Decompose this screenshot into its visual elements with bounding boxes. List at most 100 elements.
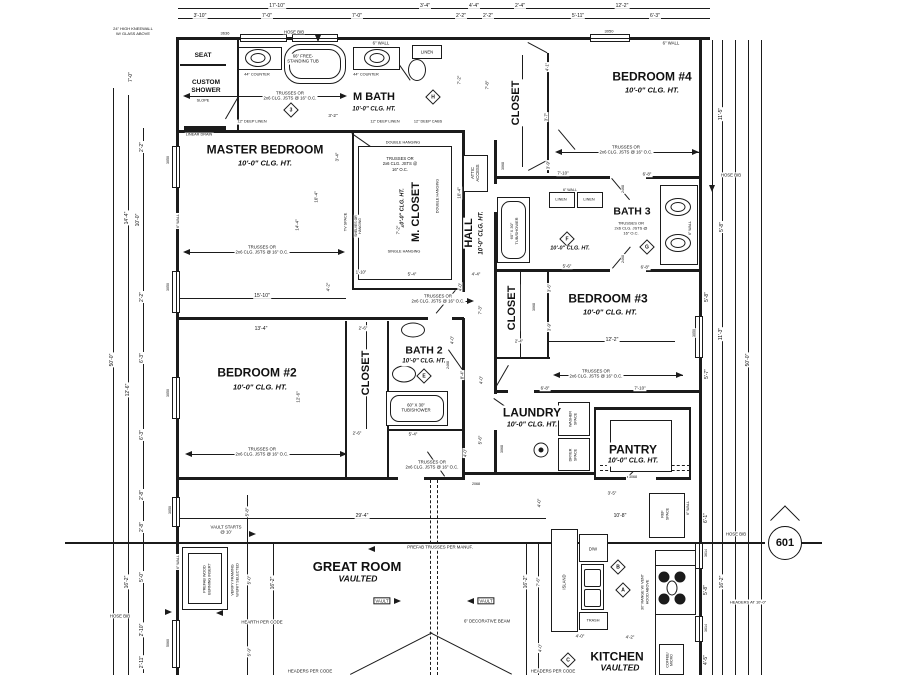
dim-label: 50'-0" bbox=[108, 352, 116, 368]
dim-label: 14'-4" bbox=[123, 210, 131, 226]
note-label: VAULTED bbox=[599, 662, 641, 674]
dim-label: 3614 bbox=[703, 623, 709, 633]
dim-label: 2'-2" bbox=[138, 291, 146, 303]
dim-label: 1'-10" bbox=[354, 269, 368, 275]
note-label: DOUBLE HANGING bbox=[384, 140, 422, 146]
fixture-ellipse bbox=[670, 202, 686, 212]
keynote-marker: B bbox=[610, 559, 626, 575]
fixture-ellipse bbox=[401, 322, 425, 338]
dim-label: 5'-8" bbox=[702, 584, 710, 596]
note-label: TRUSSES OR 2x6 CLG. JSTS @ 16" O.C. bbox=[410, 293, 466, 305]
dim-label: 3068 bbox=[500, 161, 506, 171]
dim-label: 7'-0" bbox=[261, 12, 273, 20]
dim-label: 3'-2" bbox=[327, 113, 339, 119]
dim-label: 3614 bbox=[703, 548, 709, 558]
dim-label: 50'-0" bbox=[744, 352, 752, 368]
dim-label: 2468 bbox=[445, 360, 451, 370]
dim-label: 2'-4" bbox=[513, 338, 525, 344]
dim-label: 3068 bbox=[499, 444, 505, 454]
window-symbol bbox=[240, 34, 287, 42]
fixture-ellipse bbox=[670, 238, 686, 248]
plan-line bbox=[689, 407, 691, 479]
note-label: TRUSSES OR 2x6 CLG. JSTS @ 16" O.C. bbox=[568, 368, 624, 380]
note-label: VAULT bbox=[373, 597, 391, 605]
fixture-ellipse bbox=[658, 571, 670, 583]
note-label: 12" DEEP LINEN bbox=[236, 119, 268, 125]
arrowhead-icon bbox=[467, 298, 477, 304]
dim-label: 4'-0" bbox=[574, 633, 586, 639]
dim-label: 12'-6" bbox=[124, 382, 132, 398]
dim-label: 5'-6" bbox=[477, 434, 483, 446]
dim-label: 11'-5" bbox=[717, 106, 725, 122]
arrowhead-icon bbox=[365, 546, 375, 552]
dim-label: 2'-2" bbox=[138, 141, 146, 153]
fixture-outline bbox=[390, 395, 444, 422]
dim-label: 6'-8" bbox=[539, 385, 551, 391]
window-symbol bbox=[172, 620, 180, 668]
dim-label: 7'-2" bbox=[456, 74, 462, 86]
dim-label: 10'-0" CLG. HT. bbox=[478, 210, 486, 256]
dim-label: 3'-10" bbox=[192, 12, 208, 20]
room-label: CLOSET bbox=[510, 79, 524, 127]
note-label: LINEN bbox=[583, 197, 595, 202]
plan-line bbox=[712, 40, 713, 675]
dim-label: 15'-10" bbox=[253, 292, 271, 300]
room-label: BATH 3 bbox=[612, 205, 652, 219]
dim-label: 4'-0" bbox=[449, 334, 455, 346]
note-label: TRUSSES OR 2x6 CLG. JSTS @ 16" O.C. bbox=[262, 90, 318, 102]
note-label: HOSE BIB bbox=[724, 531, 748, 537]
note-label: SLOPE bbox=[195, 98, 211, 104]
dim-label: 2068 bbox=[471, 481, 481, 487]
arrowhead-icon bbox=[340, 451, 350, 457]
window-symbol bbox=[172, 377, 180, 419]
fixture-ellipse bbox=[408, 59, 426, 81]
keynote-marker: E bbox=[416, 368, 432, 384]
plan-line bbox=[178, 130, 464, 133]
dim-label: 10'-4" bbox=[313, 190, 319, 204]
note-label: ISLAND bbox=[561, 574, 567, 590]
dim-label: 10'-0" CLG. HT. bbox=[351, 106, 397, 114]
dim-label: 4'-0" bbox=[478, 374, 484, 386]
arrowhead-icon bbox=[315, 35, 321, 45]
dim-label: 4'-4" bbox=[468, 2, 480, 10]
dim-label: 12'-6" bbox=[295, 390, 301, 404]
window-symbol bbox=[695, 543, 703, 569]
dim-label: 6'-3" bbox=[138, 352, 146, 364]
dim-label: 2'-2" bbox=[482, 12, 494, 20]
fixture-outline bbox=[501, 201, 526, 259]
arrowhead-icon bbox=[394, 598, 404, 604]
keynote-marker: F bbox=[559, 231, 575, 247]
room-label: LAUNDRY bbox=[501, 405, 563, 421]
dim-label: 3050 bbox=[165, 388, 171, 398]
dim-label: 4'-0" bbox=[462, 447, 468, 459]
plan-line bbox=[494, 140, 497, 184]
plan-line bbox=[526, 543, 527, 675]
arrowhead-icon bbox=[552, 149, 562, 155]
dim-label: 4'-5" bbox=[702, 654, 710, 666]
window-symbol bbox=[172, 271, 180, 313]
room-label: MASTER BEDROOM bbox=[205, 142, 325, 158]
dim-label: 10'-0" CLG. HT. bbox=[582, 307, 638, 317]
note-label: HOSE BIB bbox=[108, 613, 132, 619]
note-label: TRUSSES OR 2x6 CLG. JSTS @ 16" O.C. bbox=[598, 144, 654, 156]
dim-label: 4'-2" bbox=[325, 281, 331, 293]
fixture-outline bbox=[660, 185, 698, 265]
room-label: M BATH bbox=[352, 91, 396, 105]
plan-line bbox=[273, 543, 274, 675]
plan-line bbox=[180, 64, 226, 66]
plan-line bbox=[387, 429, 464, 431]
keynote-marker: H bbox=[425, 89, 441, 105]
dim-label: 10'-8" bbox=[612, 512, 628, 520]
dim-label: 29'-4" bbox=[354, 512, 370, 520]
note-label: SINGLE HANGING bbox=[386, 249, 422, 255]
dim-label: 16'-2" bbox=[123, 574, 131, 590]
fixture-ellipse bbox=[538, 447, 544, 453]
keynote-marker: 3 bbox=[283, 102, 299, 118]
plan-line bbox=[800, 542, 822, 544]
dim-label: 3'-9" bbox=[546, 321, 552, 333]
fixture-ellipse bbox=[392, 365, 416, 383]
note-label: TRUSSES OR 2x6 CLG. JSTS @ 16" O.C. bbox=[234, 446, 290, 458]
keynote-marker: C bbox=[560, 652, 576, 668]
note-label: TV SPACE bbox=[343, 211, 349, 233]
